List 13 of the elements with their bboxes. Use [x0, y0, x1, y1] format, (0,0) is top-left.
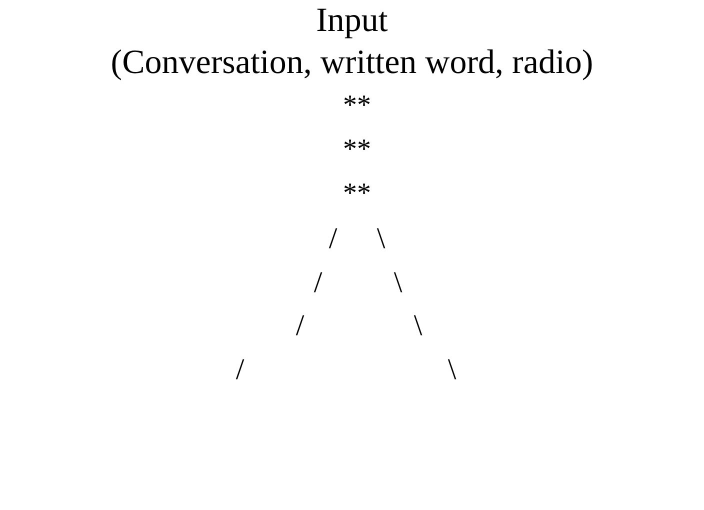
slash-mark: /	[314, 268, 322, 298]
heading: Input	[316, 4, 388, 38]
slash-mark: \	[414, 311, 422, 341]
slash-mark: /	[328, 224, 338, 254]
subtitle: (Conversation, written word, radio)	[110, 46, 594, 80]
slash-mark: /	[236, 355, 244, 385]
asterisk-mark: **	[343, 92, 371, 120]
slash-mark: /	[296, 311, 304, 341]
slash-mark: \	[376, 224, 386, 254]
asterisk-mark: **	[343, 136, 371, 164]
slash-mark: \	[448, 355, 456, 385]
asterisk-mark: **	[343, 180, 371, 208]
slash-mark: \	[394, 268, 402, 298]
